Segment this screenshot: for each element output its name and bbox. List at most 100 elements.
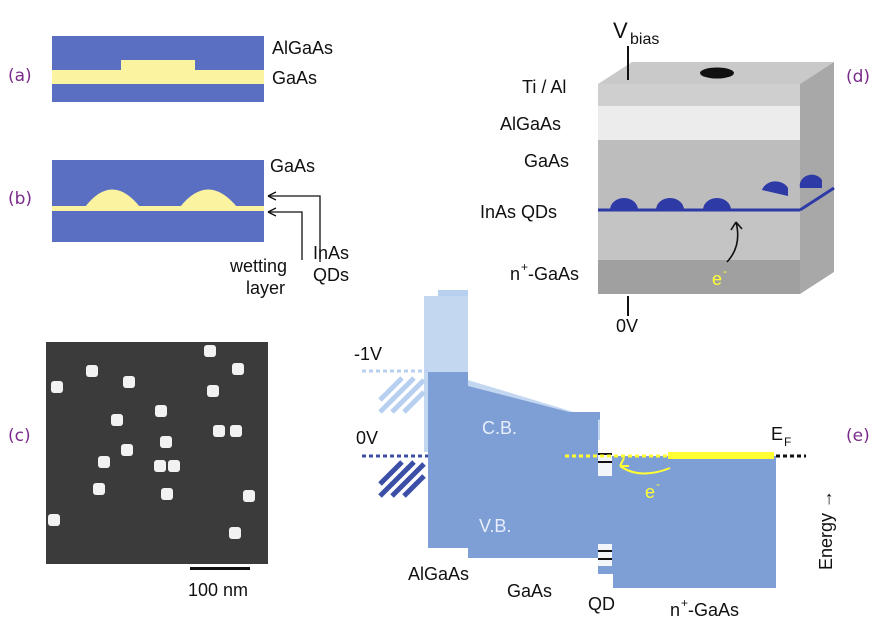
- quantum-dot-afm: [51, 381, 63, 393]
- quantum-dot: [703, 198, 731, 210]
- metal-hatch-dark: [378, 460, 426, 498]
- qd-gap: [598, 440, 612, 476]
- quantum-dot-afm: [243, 490, 255, 502]
- qd-gap-vb: [598, 544, 612, 566]
- zerov-label: 0V: [356, 428, 378, 448]
- arrow-head-icon: [267, 191, 277, 201]
- tial-layer: [598, 84, 800, 106]
- quantum-dot: [762, 181, 788, 196]
- quantum-dot: [656, 198, 684, 210]
- algaas-label: AlGaAs: [408, 564, 469, 584]
- scale-bar: [190, 567, 250, 570]
- band-0v: [428, 372, 776, 588]
- ngaas-label-rest: -GaAs: [528, 264, 579, 284]
- panel-d-label: (d): [846, 67, 870, 87]
- quantum-dot-afm: [213, 425, 225, 437]
- quantum-dot: [85, 189, 140, 207]
- gaas-label: GaAs: [272, 68, 317, 88]
- arrow-head-icon: [730, 221, 743, 231]
- panel-b-label: (b): [8, 189, 32, 209]
- wetting-layer: [52, 206, 264, 211]
- gaas-quantum-well: [52, 70, 264, 84]
- tial-label: Ti / Al: [522, 77, 566, 97]
- quantum-dot: [180, 189, 237, 207]
- arrow-head-icon: [619, 457, 629, 467]
- quantum-dot-afm: [204, 345, 216, 357]
- panel-e: (e): [354, 290, 870, 620]
- arrow-head-icon: [267, 207, 277, 217]
- ngaas-label-n: n: [670, 600, 680, 620]
- quantum-dot-afm: [111, 414, 123, 426]
- quantum-dot-afm: [93, 483, 105, 495]
- quantum-dot-afm: [121, 444, 133, 456]
- quantum-dot-afm: [123, 376, 135, 388]
- qd-label-line1: InAs: [313, 243, 349, 263]
- panel-e-label: (e): [846, 426, 870, 446]
- filled-states: [668, 452, 774, 459]
- ngaas-label-rest: -GaAs: [688, 600, 739, 620]
- quantum-dot-afm: [154, 460, 166, 472]
- quantum-dot-afm: [230, 425, 242, 437]
- inas-qds-label: InAs QDs: [480, 202, 557, 222]
- quantum-dot-afm: [48, 514, 60, 526]
- algaas-label: AlGaAs: [500, 114, 561, 134]
- afm-dots: [48, 345, 255, 539]
- qd-arrow: [268, 195, 321, 262]
- gaas-label: GaAs: [524, 151, 569, 171]
- gaas-lower-layer: [598, 210, 800, 260]
- wetting-label-line1: wetting: [229, 256, 287, 276]
- gaas-label: GaAs: [270, 156, 315, 176]
- cb-label: C.B.: [482, 418, 517, 438]
- panel-b: (b) GaAs InAs QDs wetting layer: [8, 156, 349, 298]
- quantum-dot-afm: [160, 436, 172, 448]
- panel-c-label: (c): [8, 426, 31, 446]
- gaas-label: GaAs: [507, 581, 552, 601]
- quantum-dot-afm: [155, 405, 167, 417]
- barrier-top-light: [438, 290, 468, 296]
- wetting-arrow: [268, 211, 303, 260]
- minus1v-label: -1V: [354, 344, 382, 364]
- wetting-label-line2: layer: [246, 278, 285, 298]
- contact-hole: [700, 67, 734, 79]
- afm-image: [46, 342, 268, 564]
- vbias-label: V: [613, 18, 628, 43]
- energy-axis-label: Energy →: [816, 490, 836, 570]
- quantum-dot: [610, 198, 638, 210]
- ngaas-layer: [598, 260, 800, 294]
- electron-label: e: [712, 269, 722, 289]
- electron-label: e: [645, 482, 655, 502]
- gaas-mesa: [121, 60, 195, 72]
- gaas-matrix: [52, 160, 264, 242]
- quantum-dot-afm: [229, 527, 241, 539]
- qd-label-line2: QDs: [313, 265, 349, 285]
- ngaas-label-n: n: [510, 264, 520, 284]
- algaas-label: AlGaAs: [272, 38, 333, 58]
- quantum-dot-afm: [161, 488, 173, 500]
- ef-label: E: [771, 424, 783, 444]
- quantum-dot-afm: [168, 460, 180, 472]
- electron-path: [726, 221, 739, 263]
- electron-tunnel-path: [619, 465, 671, 475]
- quantum-dot-afm: [86, 365, 98, 377]
- quantum-dot-afm: [207, 385, 219, 397]
- ground-label: 0V: [616, 316, 638, 336]
- quantum-dot: [799, 174, 822, 188]
- panel-d: (d) V bias Ti / Al AlGaAs GaAs InAs QDs …: [480, 18, 870, 336]
- ef-sub: F: [784, 435, 791, 449]
- metal-hatch-light: [378, 376, 426, 414]
- panel-a-label: (a): [8, 66, 32, 86]
- vbias-sub: bias: [630, 31, 659, 48]
- qd-label: QD: [588, 594, 615, 614]
- electron-sup: -: [723, 264, 727, 278]
- scale-bar-label: 100 nm: [188, 580, 248, 600]
- vb-label: V.B.: [479, 516, 511, 536]
- panel-c: (c) 100 nm: [8, 342, 268, 600]
- band-0v-slope: [468, 386, 600, 420]
- algaas-layer: [598, 106, 800, 140]
- quantum-dot-afm: [232, 363, 244, 375]
- electron-sup: -: [656, 477, 660, 491]
- ngaas-label-sup: +: [521, 260, 528, 274]
- qd-plane-side: [799, 186, 835, 212]
- panel-a: (a) AlGaAs GaAs: [8, 36, 333, 102]
